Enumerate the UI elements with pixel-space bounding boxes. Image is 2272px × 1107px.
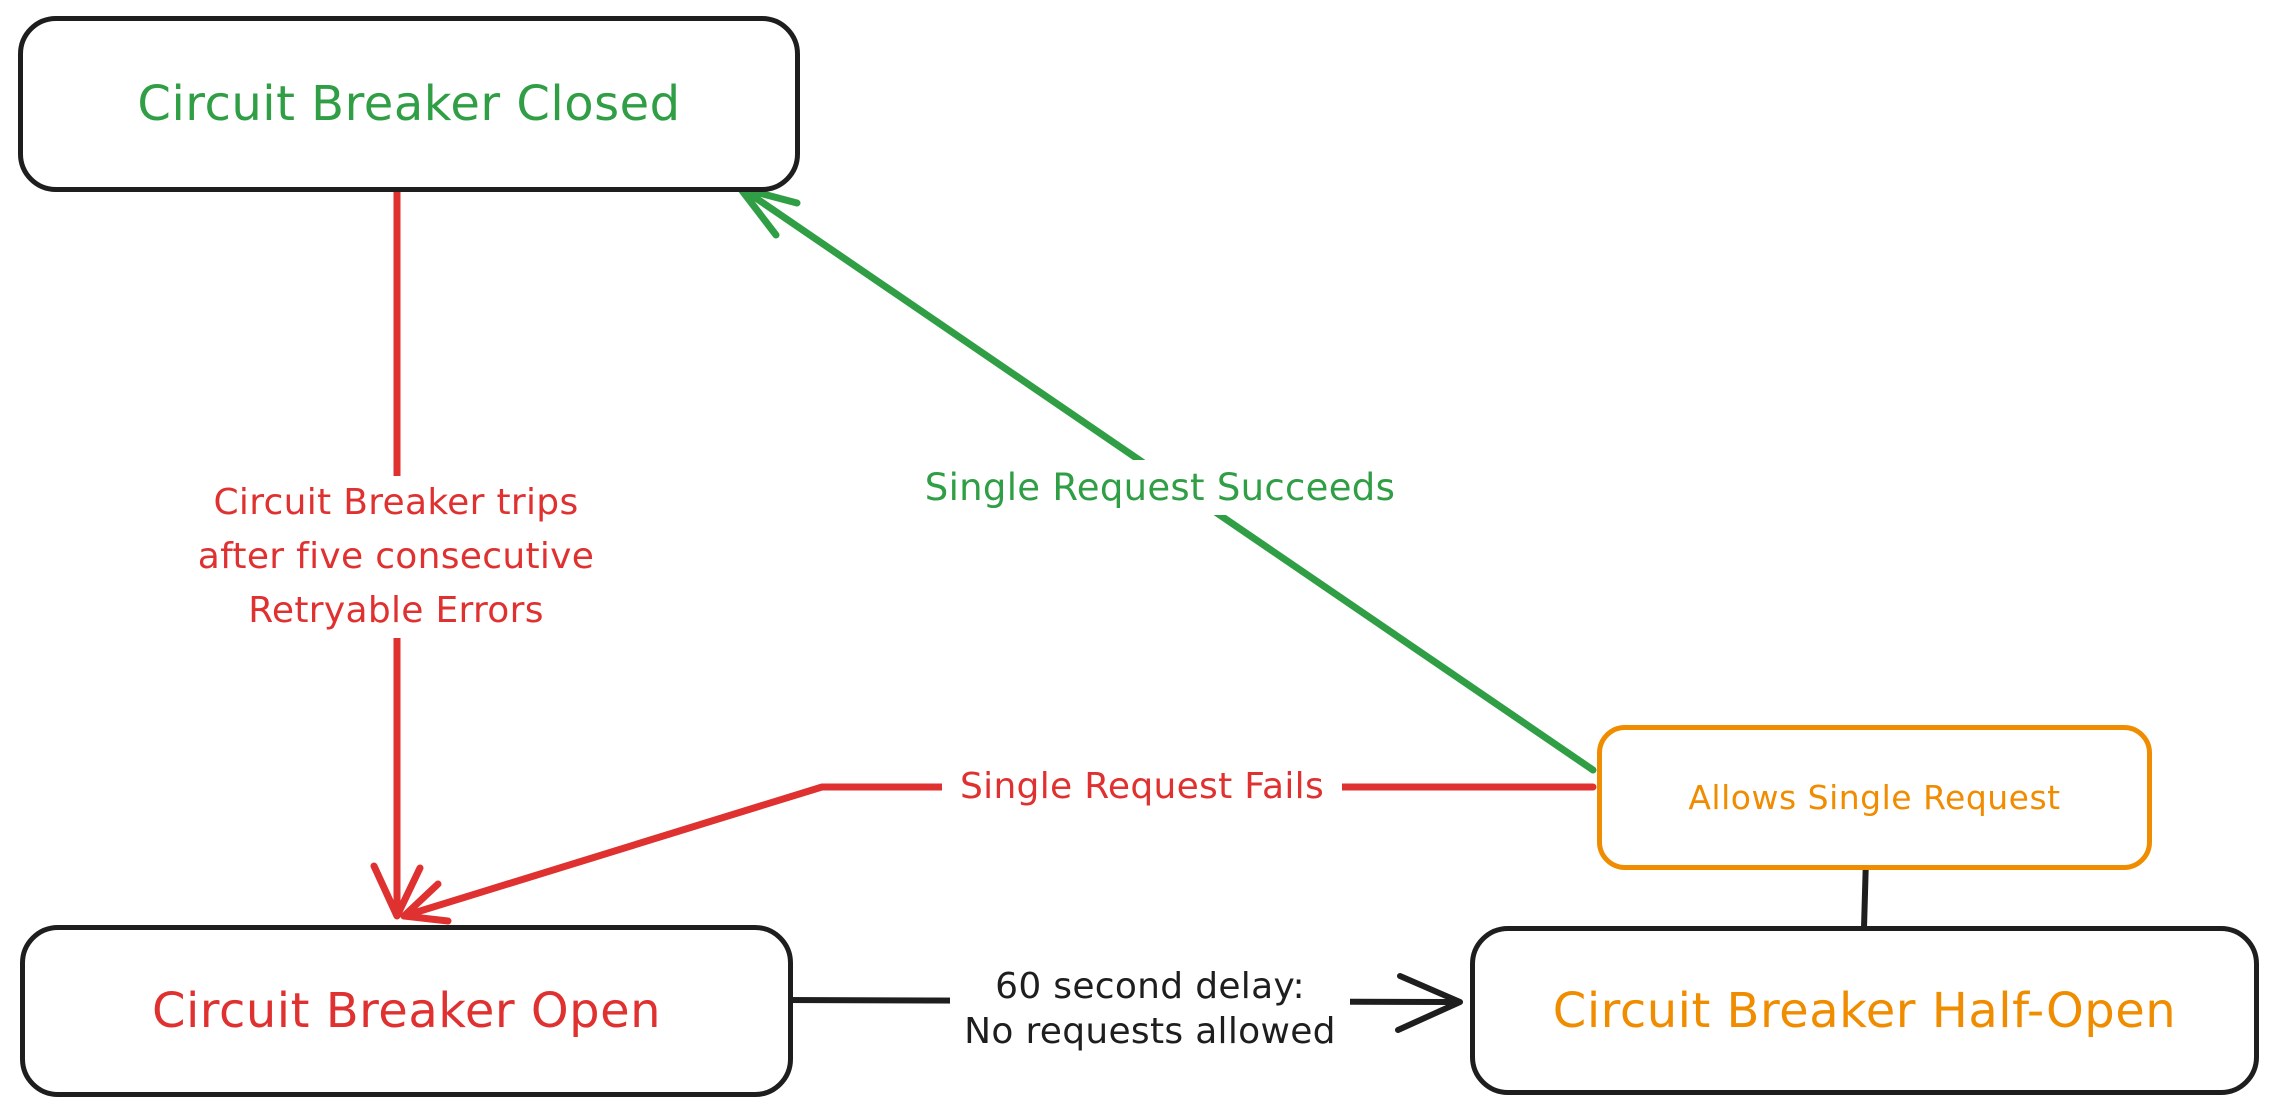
edge-label-succeeds: Single Request Succeeds — [910, 460, 1410, 515]
edge-delay-arrowhead — [1395, 973, 1463, 1033]
node-allows-single-request: Allows Single Request — [1597, 725, 2152, 870]
edge-fails-arrowhead — [400, 880, 452, 925]
node-circuit-breaker-half-open: Circuit Breaker Half-Open — [1470, 926, 2259, 1095]
edge-label-trip-line1: Circuit Breaker trips — [213, 482, 579, 523]
edge-label-fails: Single Request Fails — [942, 760, 1342, 813]
node-circuit-breaker-open-label: Circuit Breaker Open — [151, 983, 662, 1039]
edge-label-trip-line3: Retryable Errors — [248, 590, 544, 631]
edge-succeeds-arrowhead — [736, 184, 801, 239]
edge-label-trip: Circuit Breaker trips after five consecu… — [156, 476, 636, 638]
node-circuit-breaker-open: Circuit Breaker Open — [20, 925, 793, 1097]
edge-label-trip-line2: after five consecutive — [197, 536, 595, 577]
edge-label-delay-line2: No requests allowed — [964, 1011, 1336, 1053]
node-circuit-breaker-half-open-label: Circuit Breaker Half-Open — [1552, 982, 2177, 1039]
node-circuit-breaker-closed-label: Circuit Breaker Closed — [137, 76, 681, 132]
node-circuit-breaker-closed: Circuit Breaker Closed — [18, 16, 800, 192]
edge-label-delay-line1: 60 second delay: — [995, 966, 1305, 1007]
node-allows-single-request-label: Allows Single Request — [1688, 778, 2061, 817]
edge-label-delay: 60 second delay: No requests allowed — [950, 960, 1350, 1059]
edge-trip-arrowhead — [370, 862, 424, 920]
